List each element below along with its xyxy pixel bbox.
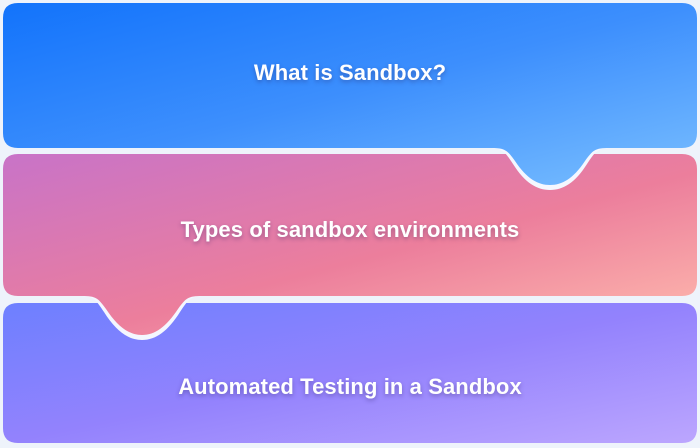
panel-title-automated-testing-in-a-sandbox[interactable]: Automated Testing in a Sandbox — [178, 374, 522, 399]
panel-2-shape — [3, 154, 697, 335]
panel-1-shape — [3, 3, 697, 185]
panel-title-what-is-sandbox[interactable]: What is Sandbox? — [253, 60, 447, 85]
panel-title-types-of-sandbox-environments[interactable]: Types of sandbox environments — [180, 217, 520, 242]
panel-3-shape — [3, 303, 697, 443]
panel-automated-testing-in-a-sandbox[interactable] — [3, 303, 697, 443]
